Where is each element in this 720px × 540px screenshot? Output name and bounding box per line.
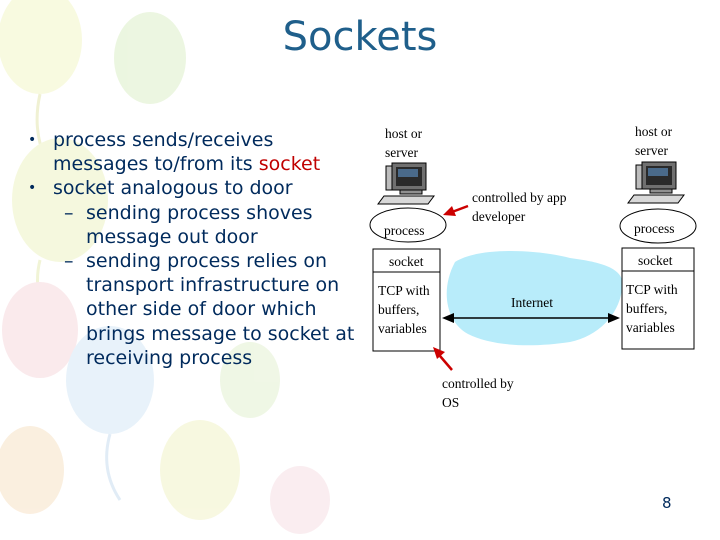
os-label: controlled by OS [442, 376, 514, 410]
internet-label: Internet [511, 295, 553, 310]
bullet-dot: • [28, 180, 37, 197]
right-socket-label: socket [638, 253, 673, 268]
bullet-item: • process sends/receives messages to/fro… [28, 128, 358, 176]
bullet-list: • process sends/receives messages to/fro… [28, 128, 358, 370]
bullet-text: process sends/receives messages to/from … [53, 129, 274, 176]
bullet-text: socket analogous to door [53, 177, 293, 200]
right-tcp-label: TCP with buffers, variables [626, 282, 678, 335]
sub-bullet-item: – sending process shoves message out doo… [28, 201, 358, 249]
os-controlled-arrow [433, 347, 453, 371]
app-developer-label: controlled by app developer [472, 190, 567, 224]
sub-bullet-text: sending process relies on transport infr… [86, 250, 355, 369]
internet-link-arrow [442, 313, 620, 323]
left-host-label: host or server [385, 126, 423, 160]
en-dash: – [64, 250, 74, 273]
computer-icon [377, 162, 435, 205]
internet-cloud [446, 251, 623, 346]
bullet-item: • socket analogous to door [28, 176, 358, 200]
computer-icon [627, 161, 685, 204]
left-process-label: process [384, 223, 425, 238]
page-number: 8 [662, 494, 672, 512]
balloon-decoration [114, 12, 186, 104]
balloon-decoration [270, 466, 330, 534]
balloon-decoration [0, 426, 64, 514]
balloon-decoration [220, 342, 280, 418]
left-process-oval [369, 207, 447, 243]
left-tcp-label: TCP with buffers, variables [378, 283, 430, 336]
right-process-label: process [634, 221, 675, 236]
bullet-dot: • [28, 132, 37, 148]
app-controlled-region [458, 180, 570, 226]
left-tcp-box [372, 271, 441, 352]
app-controlled-arrow [443, 204, 469, 216]
right-host-label: host or server [635, 124, 673, 158]
balloon-decoration [0, 0, 82, 94]
right-process-oval [619, 208, 697, 244]
sub-bullet-text: sending process shoves message out door [86, 201, 313, 248]
balloon-string [105, 433, 122, 501]
balloon-decoration [12, 138, 108, 262]
right-tcp-box [621, 270, 695, 350]
balloon-decoration [2, 282, 78, 378]
balloon-decoration [160, 420, 240, 520]
bullet-highlight: socket [258, 153, 321, 176]
slide-title: Sockets [282, 14, 438, 60]
en-dash: – [64, 201, 74, 224]
left-socket-label: socket [389, 254, 424, 269]
balloon-decoration [66, 326, 154, 434]
sub-bullet-item: – sending process relies on transport in… [28, 249, 358, 370]
